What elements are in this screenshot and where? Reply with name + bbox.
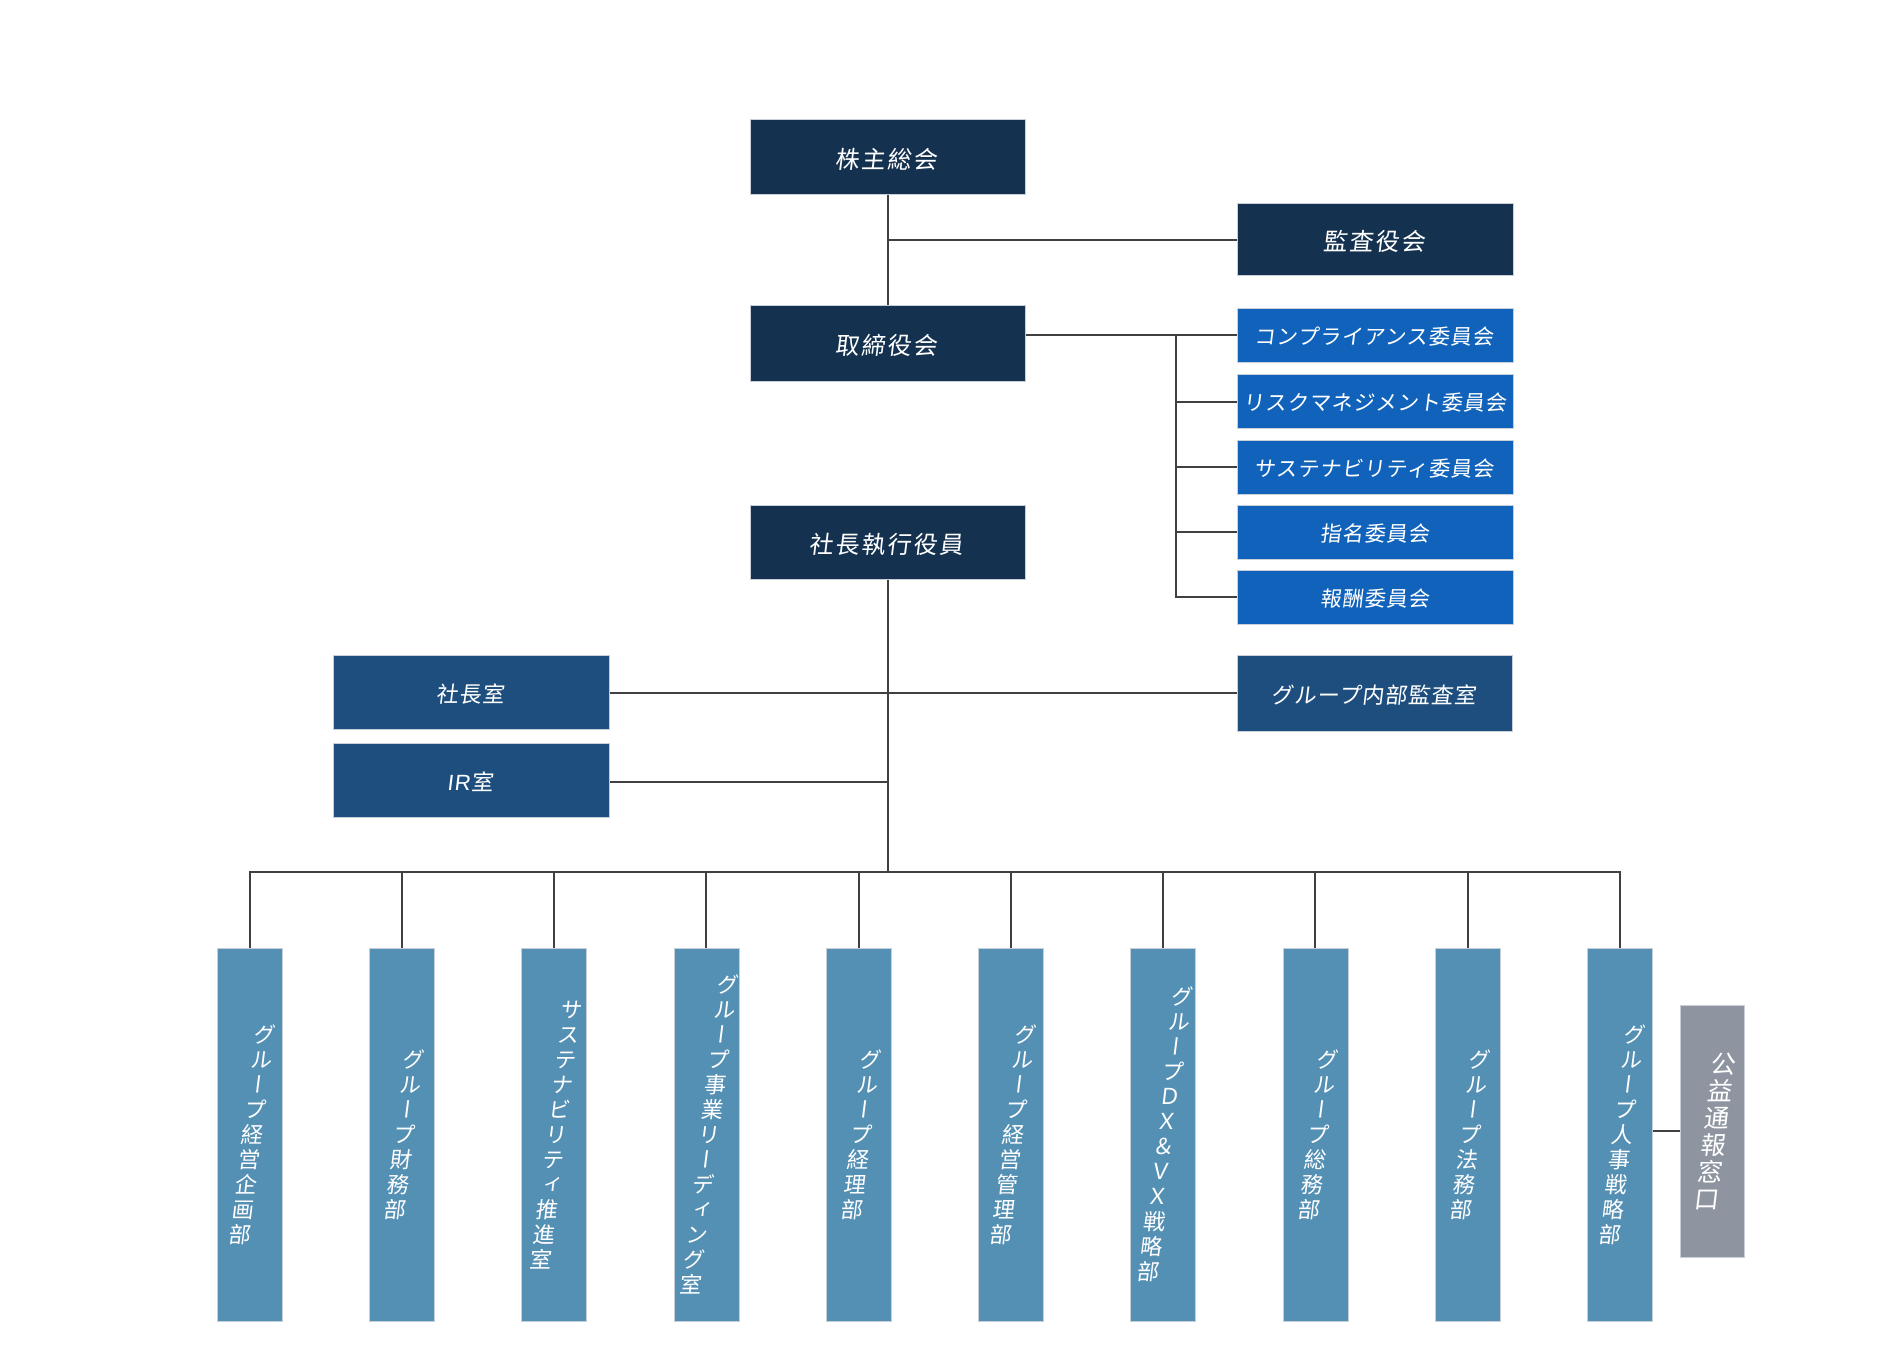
org-node-label: グループ内部監査室 — [1270, 682, 1480, 708]
connector-line — [1010, 871, 1012, 948]
org-node-shareholders-meeting: 株主総会 — [750, 119, 1026, 195]
org-node-label: グループ人事戦略部 — [1594, 1022, 1647, 1248]
connector-line — [1162, 871, 1164, 948]
org-node-label: グループ総務部 — [1293, 1047, 1340, 1223]
org-node-label: 株主総会 — [833, 146, 942, 174]
connector-line — [610, 692, 1237, 694]
connector-line — [887, 239, 1237, 241]
org-node-group-business-leading-office: グループ事業リーディング室 — [674, 948, 740, 1322]
org-node-label: 公益通報窓口 — [1688, 1050, 1737, 1213]
org-node-whistleblowing-contact: 公益通報窓口 — [1680, 1005, 1745, 1258]
connector-line — [610, 781, 888, 783]
org-node-label: グループ財務部 — [379, 1047, 426, 1223]
connector-line — [553, 871, 555, 948]
connector-line — [401, 871, 403, 948]
org-node-presidents-office: 社長室 — [333, 655, 610, 730]
org-node-label: グループ法務部 — [1445, 1047, 1492, 1223]
org-node-compensation-committee: 報酬委員会 — [1237, 570, 1514, 625]
org-node-sustainability-promotion-office: サステナビリティ推進室 — [521, 948, 587, 1322]
org-node-president-executive-officer: 社長執行役員 — [750, 505, 1026, 580]
connector-line — [1619, 871, 1621, 948]
connector-line — [858, 871, 860, 948]
org-node-group-general-affairs-dept: グループ総務部 — [1283, 948, 1349, 1322]
org-node-audit-supervisory-board: 監査役会 — [1237, 203, 1514, 276]
connector-line — [1025, 334, 1237, 336]
connector-line — [887, 195, 889, 305]
org-node-nomination-committee: 指名委員会 — [1237, 505, 1514, 560]
connector-line — [1467, 871, 1469, 948]
org-node-label: グループ経理部 — [836, 1047, 883, 1223]
connector-line — [887, 580, 889, 872]
org-node-group-legal-dept: グループ法務部 — [1435, 948, 1501, 1322]
org-node-label: 監査役会 — [1321, 229, 1429, 256]
org-node-label: 社長室 — [435, 681, 508, 707]
org-node-group-internal-audit-office: グループ内部監査室 — [1237, 655, 1513, 732]
org-node-group-corporate-planning-dept: グループ経営企画部 — [217, 948, 283, 1322]
org-node-group-hr-strategy-dept: グループ人事戦略部 — [1587, 948, 1653, 1322]
org-node-label: 取締役会 — [833, 333, 942, 360]
org-node-label: コンプライアンス委員会 — [1253, 325, 1497, 349]
connector-line — [250, 871, 1620, 873]
org-node-label: グループ事業リーディング室 — [675, 972, 740, 1298]
connector-line — [1175, 466, 1237, 468]
org-node-label: 指名委員会 — [1318, 522, 1432, 546]
connector-line — [1314, 871, 1316, 948]
org-node-ir-office: IR室 — [333, 743, 610, 818]
org-node-label: グループ経営管理部 — [985, 1022, 1038, 1248]
org-node-label: グループ経営企画部 — [224, 1022, 277, 1248]
org-node-board-of-directors: 取締役会 — [750, 305, 1026, 382]
org-node-group-dx-vx-strategy-dept: グループＤＸ＆ＶＸ戦略部 — [1130, 948, 1196, 1322]
connector-line — [1175, 531, 1237, 533]
org-node-label: グループＤＸ＆ＶＸ戦略部 — [1132, 985, 1195, 1285]
org-node-label: 報酬委員会 — [1318, 587, 1432, 611]
org-node-label: IR室 — [446, 769, 497, 795]
org-node-risk-management-committee: リスクマネジメント委員会 — [1237, 374, 1514, 429]
org-node-group-accounting-dept: グループ経理部 — [826, 948, 892, 1322]
org-node-label: 社長執行役員 — [807, 532, 968, 559]
connector-line — [1653, 1130, 1680, 1132]
connector-line — [705, 871, 707, 948]
org-node-label: サステナビリティ委員会 — [1253, 457, 1497, 481]
org-node-label: リスクマネジメント委員会 — [1241, 391, 1509, 415]
connector-line — [249, 871, 251, 948]
org-node-group-finance-dept: グループ財務部 — [369, 948, 435, 1322]
org-node-group-management-control-dept: グループ経営管理部 — [978, 948, 1044, 1322]
org-node-sustainability-committee: サステナビリティ委員会 — [1237, 440, 1514, 495]
connector-line — [1175, 401, 1237, 403]
org-node-compliance-committee: コンプライアンス委員会 — [1237, 308, 1514, 363]
connector-line — [1175, 596, 1237, 598]
org-node-label: サステナビリティ推進室 — [525, 997, 584, 1273]
